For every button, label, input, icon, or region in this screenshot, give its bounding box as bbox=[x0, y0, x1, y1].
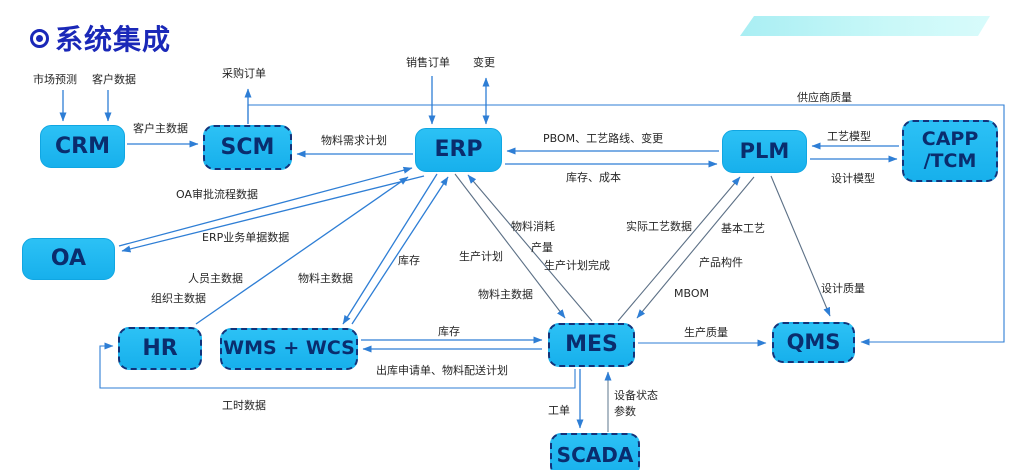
edge-label-output-qty: 产量 bbox=[531, 241, 553, 254]
edge-label-purchase-order: 采购订单 bbox=[222, 67, 266, 80]
edge-label-personnel-master: 人员主数据 bbox=[188, 272, 243, 285]
edge-label-material-master-mes: 物料主数据 bbox=[478, 288, 533, 301]
edge-label-plan-complete: 生产计划完成 bbox=[544, 259, 610, 272]
node-oa-label: OA bbox=[50, 246, 87, 272]
decorative-ribbon bbox=[740, 16, 990, 36]
node-capp-label-line1: CAPP bbox=[921, 128, 979, 151]
edge-label-mbom: MBOM bbox=[674, 287, 709, 300]
node-qms-label: QMS bbox=[786, 330, 841, 355]
node-scada: SCADA bbox=[550, 433, 640, 470]
node-mes-label: MES bbox=[565, 332, 618, 358]
edge-label-inventory-wms-erp: 库存 bbox=[398, 254, 420, 267]
node-plm-label: PLM bbox=[739, 139, 790, 164]
edge-label-product-component: 产品构件 bbox=[699, 256, 743, 269]
edge-label-inventory-wms-mes: 库存 bbox=[438, 325, 460, 338]
edge-label-supplier-quality: 供应商质量 bbox=[797, 91, 852, 104]
node-erp: ERP bbox=[415, 128, 502, 172]
edge-label-material-master-wms: 物料主数据 bbox=[298, 272, 353, 285]
edge-label-actual-process-data: 实际工艺数据 bbox=[626, 220, 692, 233]
node-qms: QMS bbox=[772, 322, 855, 363]
edge-label-outbound-plan: 出库申请单、物料配送计划 bbox=[376, 364, 508, 377]
node-scm: SCM bbox=[203, 125, 292, 170]
edge-label-process-model: 工艺模型 bbox=[827, 130, 871, 143]
node-scm-label: SCM bbox=[220, 134, 275, 160]
node-wms-label: WMS + WCS bbox=[223, 337, 355, 360]
node-hr: HR bbox=[118, 327, 202, 370]
node-hr-label: HR bbox=[142, 335, 178, 361]
node-capp-label-line2: /TCM bbox=[923, 150, 977, 172]
node-crm: CRM bbox=[40, 125, 125, 168]
edge-label-design-quality: 设计质量 bbox=[821, 282, 865, 295]
node-plm: PLM bbox=[722, 130, 807, 173]
edge-label-market-forecast: 市场预测 bbox=[33, 73, 77, 86]
edge-label-inventory-cost: 库存、成本 bbox=[566, 171, 621, 184]
edge-label-material-req-plan: 物料需求计划 bbox=[321, 134, 387, 147]
edge-label-basic-process: 基本工艺 bbox=[721, 222, 765, 235]
edge-label-device-status-line1: 设备状态 bbox=[614, 389, 658, 402]
edge-label-work-order: 工单 bbox=[548, 404, 570, 417]
node-capp-tcm: CAPP /TCM bbox=[902, 120, 998, 182]
node-wms-wcs: WMS + WCS bbox=[220, 328, 358, 370]
edge-label-oa-approval-data: OA审批流程数据 bbox=[176, 188, 258, 201]
edge-label-work-hours: 工时数据 bbox=[222, 399, 266, 412]
edge-label-pbom-route-change: PBOM、工艺路线、变更 bbox=[543, 132, 664, 145]
edge-label-org-master: 组织主数据 bbox=[151, 292, 206, 305]
page-title: 系统集成 bbox=[30, 18, 171, 58]
page-title-text: 系统集成 bbox=[55, 23, 172, 56]
edge-label-change: 变更 bbox=[473, 56, 495, 69]
circled-dot-icon bbox=[30, 28, 49, 48]
edge-label-device-status-line2: 参数 bbox=[614, 405, 636, 418]
node-oa: OA bbox=[22, 238, 115, 280]
node-mes: MES bbox=[548, 323, 635, 367]
edge-label-customer-master: 客户主数据 bbox=[133, 122, 188, 135]
edge-label-material-consumption: 物料消耗 bbox=[511, 220, 555, 233]
edge-label-sales-order: 销售订单 bbox=[406, 56, 450, 69]
edge-label-design-model: 设计模型 bbox=[831, 172, 875, 185]
edge-label-customer-data: 客户数据 bbox=[92, 73, 136, 86]
node-scada-label: SCADA bbox=[556, 442, 634, 467]
edge-label-production-quality: 生产质量 bbox=[684, 326, 728, 339]
node-crm-label: CRM bbox=[55, 133, 110, 159]
edge-label-erp-doc-data: ERP业务单据数据 bbox=[202, 231, 290, 244]
edge-label-production-plan: 生产计划 bbox=[459, 250, 503, 263]
node-erp-label: ERP bbox=[434, 137, 483, 163]
